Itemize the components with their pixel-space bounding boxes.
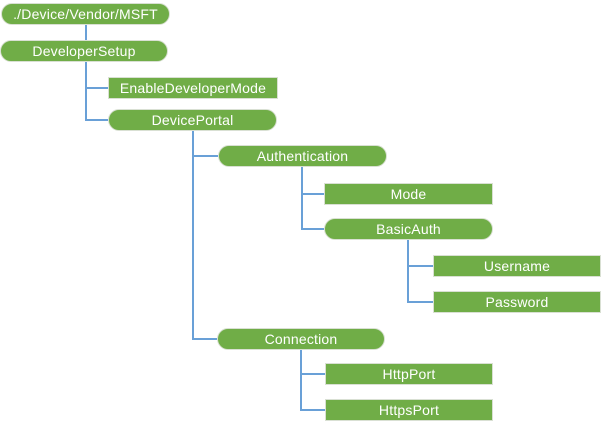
node-basicauth: BasicAuth xyxy=(324,218,493,240)
node-connection: Connection xyxy=(217,328,385,350)
node-username: Username xyxy=(433,255,601,277)
node-httpsport: HttpsPort xyxy=(325,399,493,421)
node-device-vendor-msft: ./Device/Vendor/MSFT xyxy=(1,3,170,25)
node-deviceportal: DevicePortal xyxy=(108,109,277,131)
node-password: Password xyxy=(433,291,601,313)
node-developersetup: DeveloperSetup xyxy=(0,40,168,62)
node-mode: Mode xyxy=(324,183,493,205)
node-authentication: Authentication xyxy=(218,145,387,167)
node-httpport: HttpPort xyxy=(325,363,493,385)
node-enabledevelopermode: EnableDeveloperMode xyxy=(108,77,278,99)
